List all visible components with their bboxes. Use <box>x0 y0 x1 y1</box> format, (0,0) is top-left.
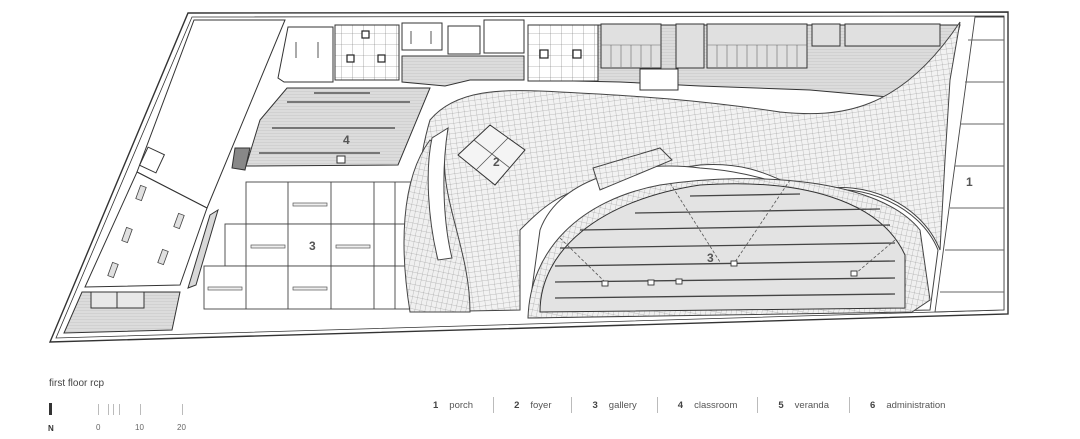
room-label-porch: 1 <box>966 175 973 189</box>
legend-number: 6 <box>870 399 876 411</box>
room-label-gallery-right: 3 <box>707 251 714 265</box>
legend-label: gallery <box>608 399 637 411</box>
left-wing <box>63 19 286 334</box>
scale-tick <box>182 404 183 415</box>
legend-number: 1 <box>433 399 439 411</box>
drawing-caption: first floor rcp <box>49 378 105 389</box>
porch-strip <box>934 16 1005 313</box>
scale-tick <box>119 404 120 415</box>
legend-number: 3 <box>592 399 598 411</box>
room-label-gallery-left: 3 <box>309 239 316 253</box>
gallery-right-dashes <box>559 179 896 283</box>
legend-item-gallery: 3 gallery <box>592 400 636 411</box>
legend-divider <box>656 397 658 413</box>
room-legend: 1 porch 2 foyer 3 gallery 4 classroom 5 … <box>433 397 945 413</box>
room-label-classroom: 4 <box>343 133 350 147</box>
north-arrow-icon <box>49 403 52 415</box>
room-label-foyer: 2 <box>493 155 500 169</box>
legend-item-foyer: 2 foyer <box>514 400 551 411</box>
foyer-shell <box>403 21 961 319</box>
legend-divider <box>571 397 573 413</box>
legend-item-porch: 1 porch <box>433 400 473 411</box>
legend-number: 5 <box>778 399 784 411</box>
legend-label: porch <box>449 399 474 411</box>
north-label: N <box>48 424 54 433</box>
legend-divider <box>757 397 759 413</box>
scale-label-10: 10 <box>135 423 144 432</box>
legend-number: 2 <box>514 399 520 411</box>
legend-divider <box>493 397 495 413</box>
legend-item-administration: 6 administration <box>870 400 945 411</box>
legend-item-classroom: 4 classroom <box>678 400 738 411</box>
gallery-right-lines <box>554 193 896 299</box>
scale-tick <box>108 404 109 415</box>
scale-tick <box>98 404 99 415</box>
floor-plan-drawing: 1 2 3 3 4 <box>48 11 1009 343</box>
administration-block <box>527 23 961 99</box>
classroom-area <box>231 87 431 171</box>
legend-label: administration <box>886 399 946 411</box>
legend-label: classroom <box>694 399 738 411</box>
scale-label-20: 20 <box>177 423 186 432</box>
legend-divider <box>849 397 851 413</box>
legend-number: 4 <box>677 399 684 411</box>
gallery-left-grid <box>203 181 417 310</box>
scale-tick <box>140 404 141 415</box>
legend-item-veranda: 5 veranda <box>778 400 829 411</box>
scale-label-0: 0 <box>96 423 101 432</box>
legend-label: foyer <box>530 399 552 411</box>
legend-label: veranda <box>794 399 830 411</box>
scale-tick <box>113 404 114 415</box>
top-left-rooms <box>277 19 525 87</box>
